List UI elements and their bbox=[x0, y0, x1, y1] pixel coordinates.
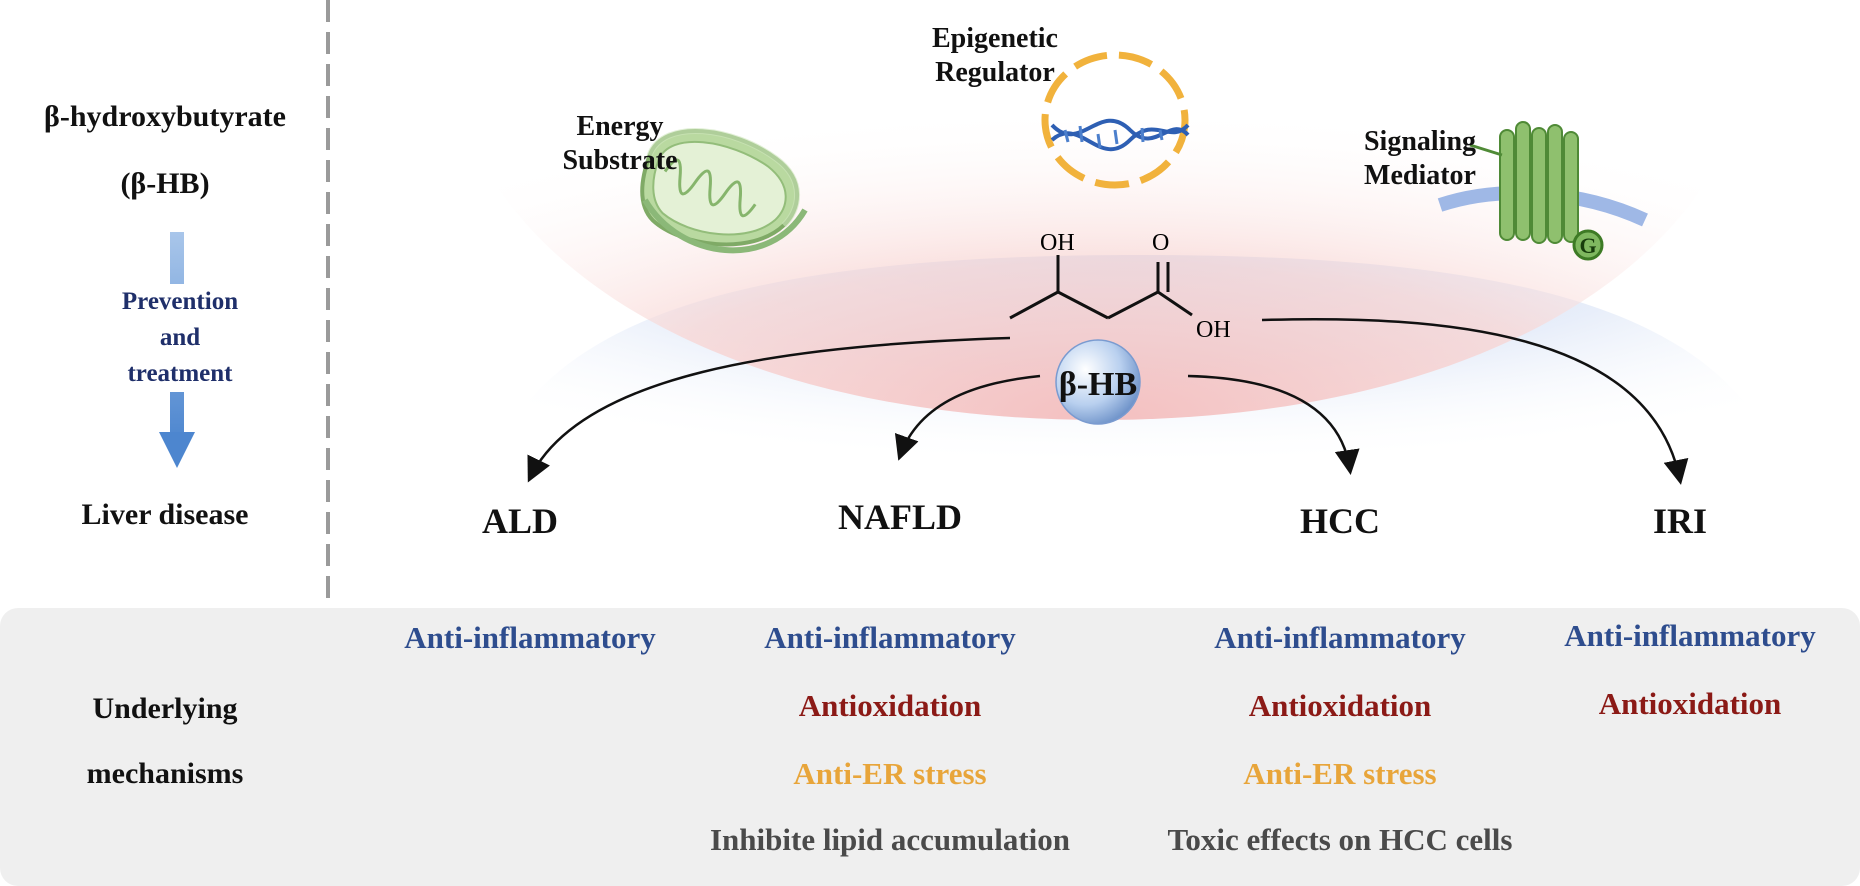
molecule-label: β-HB bbox=[1059, 366, 1137, 403]
treatment-text: treatment bbox=[127, 360, 233, 387]
disease-iri: IRI bbox=[1652, 501, 1708, 541]
iri-antioxidation: Antioxidation bbox=[1598, 686, 1782, 721]
arrow-to-nafld bbox=[894, 374, 1041, 461]
arrow-to-ald bbox=[527, 336, 1011, 483]
liver-disease-label: Liver disease bbox=[81, 498, 249, 531]
oh-top-text: OH bbox=[1040, 230, 1075, 256]
mechanisms-panel bbox=[0, 608, 1860, 886]
nafld-anti-er-stress: Anti-ER stress bbox=[793, 756, 987, 791]
mediator-text: Mediator bbox=[1364, 160, 1476, 191]
arrow-to-iri bbox=[1261, 317, 1689, 485]
signaling-text: Signaling bbox=[1363, 126, 1477, 157]
arrow-to-hcc bbox=[1187, 374, 1360, 475]
disease-hcc: HCC bbox=[1300, 501, 1380, 541]
hcc-antioxidation: Antioxidation bbox=[1248, 688, 1432, 723]
skeletal-structure bbox=[1009, 255, 1193, 320]
molecule-sphere bbox=[1055, 339, 1141, 425]
molecule-title: β-hydroxybutyrate bbox=[44, 100, 286, 133]
mitochondrion-icon bbox=[640, 127, 808, 254]
epigenetic-text: Epigenetic bbox=[932, 23, 1058, 54]
disease-nafld: NAFLD bbox=[838, 497, 962, 537]
ald-anti-inflammatory: Anti-inflammatory bbox=[404, 620, 656, 655]
energy-substrate-label: Energy Substrate bbox=[520, 110, 720, 178]
mechanisms-label-line1: Underlying bbox=[92, 692, 238, 725]
nafld-anti-inflammatory: Anti-inflammatory bbox=[764, 620, 1016, 655]
g-protein-letter: G bbox=[1579, 233, 1596, 258]
g-protein-receptor-icon: G bbox=[1437, 121, 1648, 261]
hcc-anti-inflammatory: Anti-inflammatory bbox=[1214, 620, 1466, 655]
energy-text: Energy bbox=[576, 111, 664, 142]
hcc-toxic-effects: Toxic effects on HCC cells bbox=[1167, 822, 1513, 857]
iri-anti-inflammatory: Anti-inflammatory bbox=[1564, 618, 1816, 653]
upper-pink-glow bbox=[440, 0, 1760, 420]
mechanisms-label-line2: mechanisms bbox=[86, 757, 244, 790]
signaling-mediator-label: Signaling Mediator bbox=[1320, 125, 1520, 193]
dna-nucleus-icon bbox=[1041, 51, 1190, 189]
molecule-and-arrows: OH O OH β-HB bbox=[527, 230, 1689, 485]
disease-ald: ALD bbox=[481, 501, 558, 541]
o-top-text: O bbox=[1152, 230, 1169, 256]
oh-right-text: OH bbox=[1196, 317, 1231, 343]
epigenetic-regulator-label: Epigenetic Regulator bbox=[895, 22, 1095, 90]
prevention-text: Prevention bbox=[121, 288, 239, 315]
nafld-antioxidation: Antioxidation bbox=[798, 688, 982, 723]
nafld-lipid-accumulation: Inhibite lipid accumulation bbox=[709, 822, 1071, 857]
prevention-treatment-label: Prevention and treatment bbox=[60, 284, 300, 392]
and-text: and bbox=[159, 324, 201, 351]
regulator-text: Regulator bbox=[935, 57, 1055, 88]
substrate-text: Substrate bbox=[562, 145, 678, 176]
molecule-abbrev: (β-HB) bbox=[120, 167, 210, 200]
hcc-anti-er-stress: Anti-ER stress bbox=[1243, 756, 1437, 791]
